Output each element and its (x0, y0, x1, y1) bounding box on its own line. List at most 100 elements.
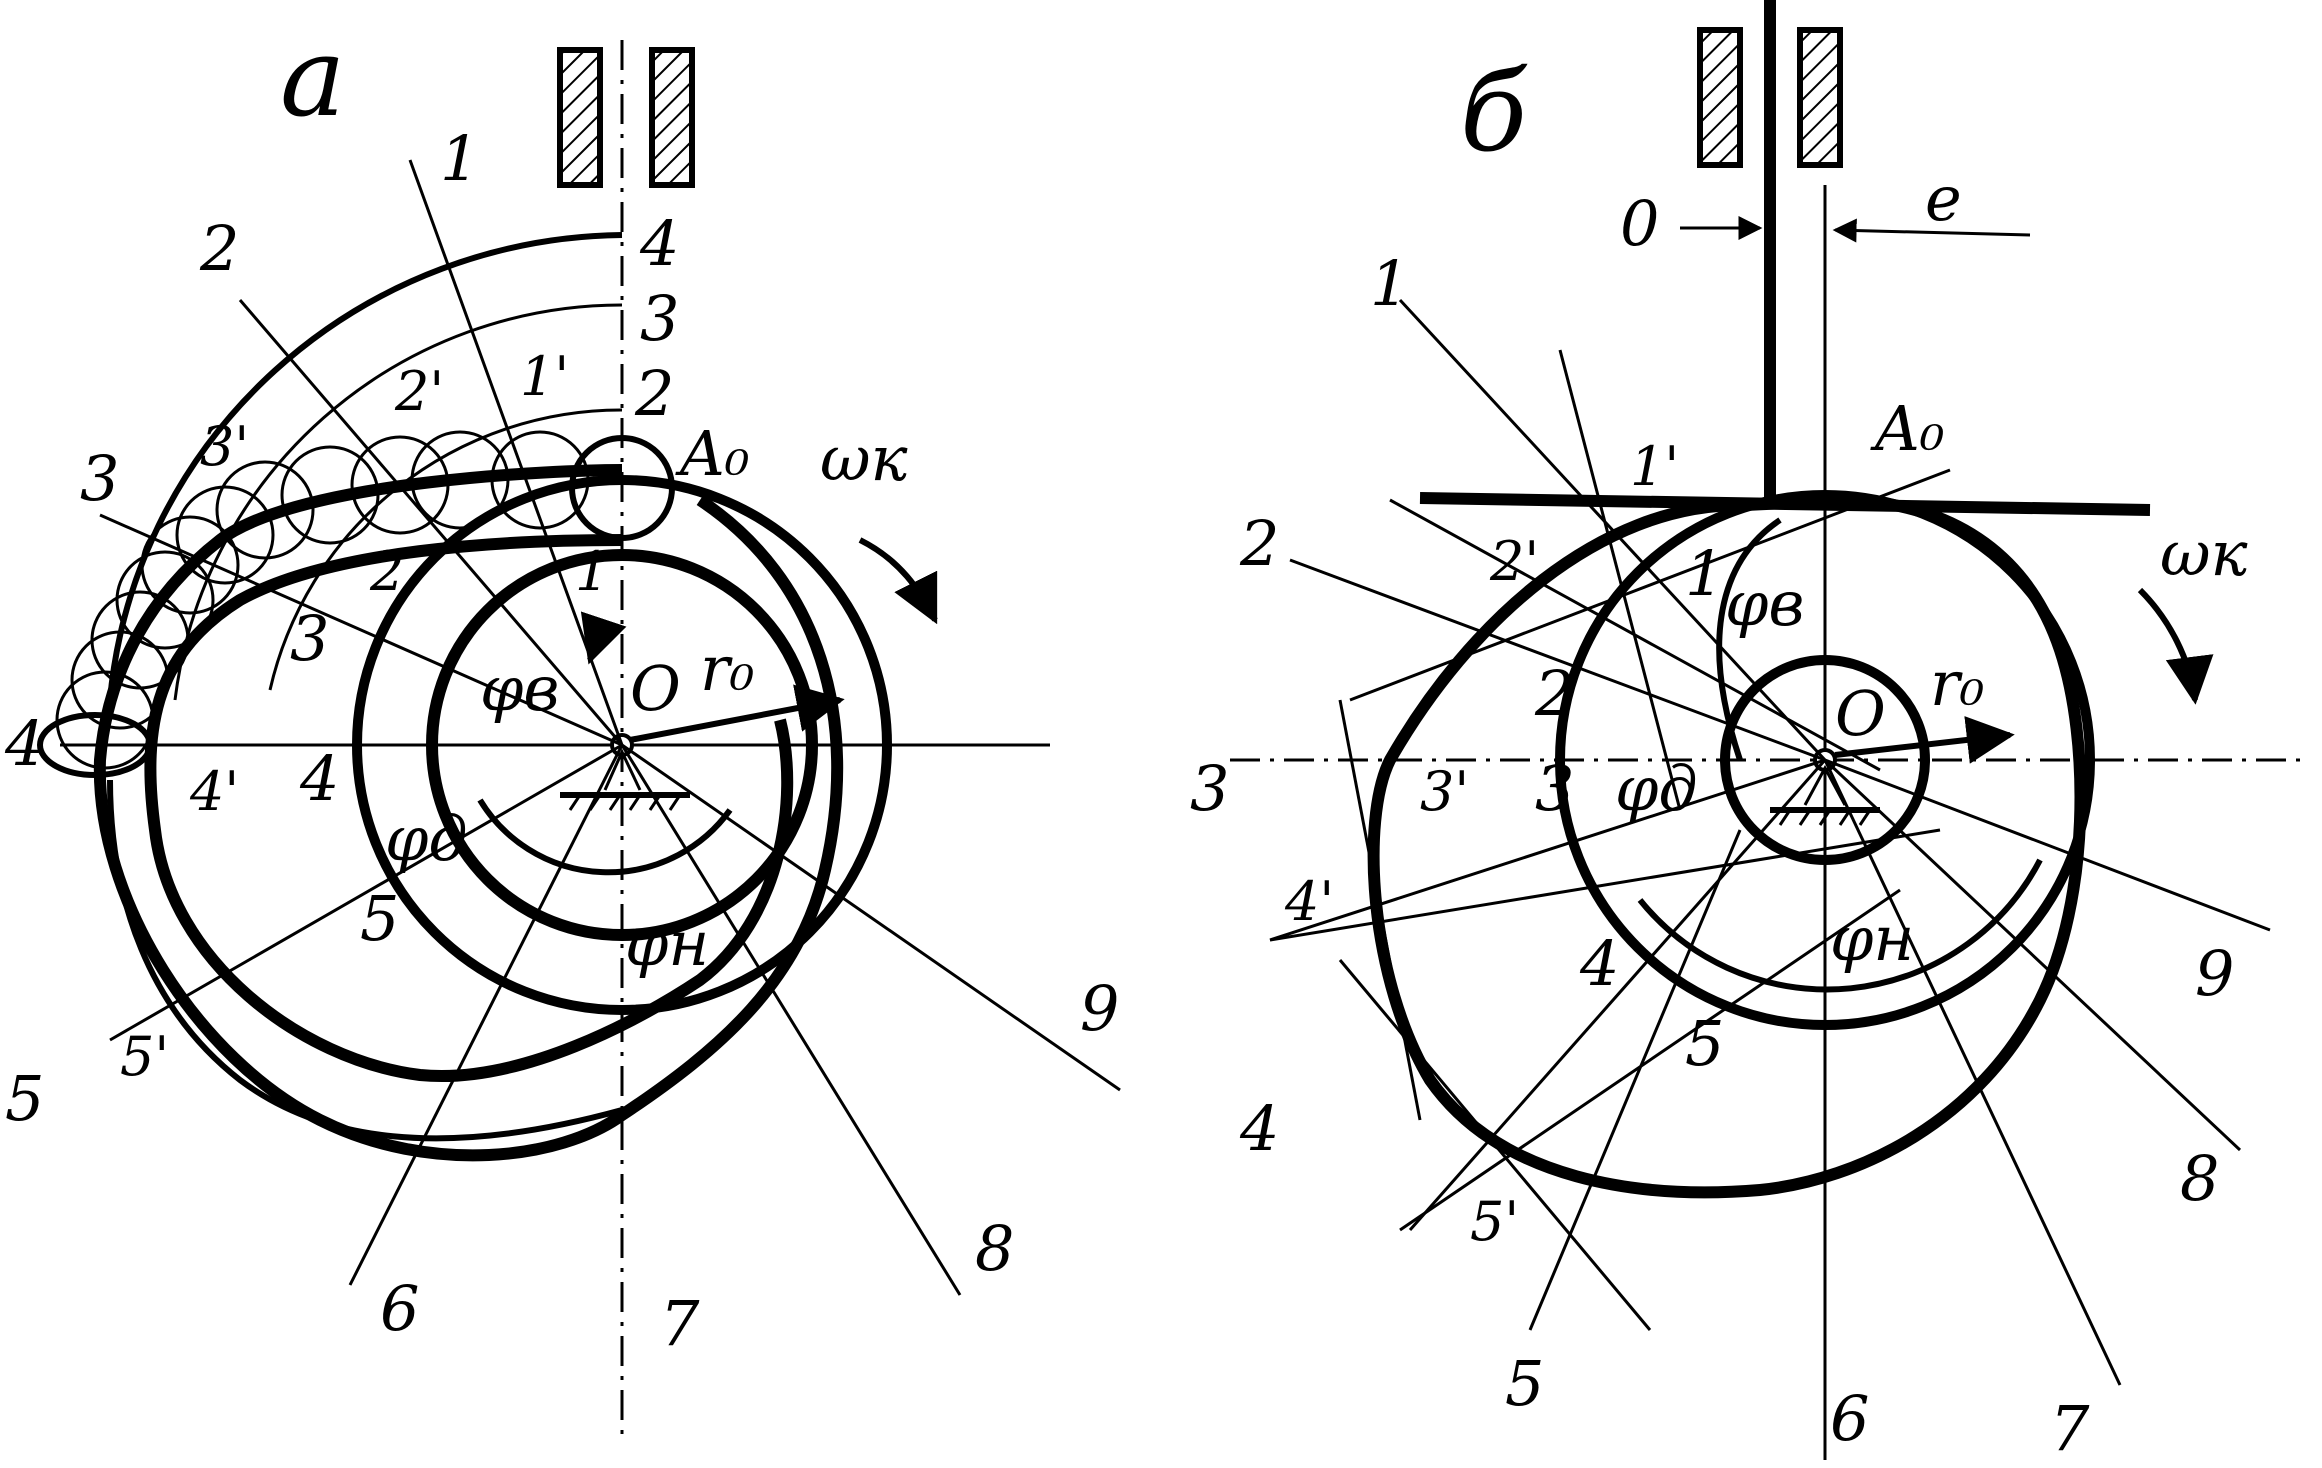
inner-label-4: 4 (1579, 927, 1619, 1000)
inner-label-5: 5 (1685, 1007, 1724, 1080)
support-a (603, 748, 642, 791)
ray-6 (348, 744, 624, 1286)
ray-label-6: 6 (1830, 1382, 1869, 1455)
prime-label-5: 5' (1470, 1190, 1519, 1253)
panel-a-title: а (280, 13, 346, 141)
rays-b (1269, 298, 2271, 1386)
ray-label-1: 1 (440, 122, 479, 195)
practical-profile-a (144, 534, 794, 1082)
tangent-line (1399, 888, 1901, 1232)
center-label-a: O (630, 652, 681, 725)
ray-label-7: 7 (660, 1287, 700, 1360)
tangent-line (1389, 498, 1881, 772)
e-label-b: e (1925, 162, 1962, 235)
guide-right-a (649, 47, 695, 188)
ray-8 (620, 744, 962, 1296)
phi-v-label-a: φв (480, 652, 560, 725)
base-circle-outer-a (352, 475, 892, 1015)
tangent-line (1338, 959, 1652, 1331)
a0-label-a: A₀ (675, 417, 750, 490)
prime-label-1: 1' (1630, 435, 1679, 498)
tangent-line (1528, 829, 1742, 1331)
phi-n-label-b: φн (1830, 902, 1914, 975)
prime-label-4: 4' (1284, 870, 1334, 933)
tangent-line (1338, 699, 1422, 1121)
panel-a: а (4, 13, 1121, 1440)
inner-spiral-b (1716, 517, 1782, 761)
base-circle-inner-a (426, 549, 818, 941)
ray-label-5: 5 (5, 1062, 44, 1135)
phi-n-label-a: φн (625, 907, 709, 980)
a0-label-b: A₀ (1870, 392, 1945, 465)
inner-label-3: 3 (1535, 752, 1574, 825)
ray-label-5: 5 (1505, 1347, 1544, 1420)
roller-circle (175, 485, 275, 585)
base-circle-inner-b (1720, 655, 1930, 865)
phi-v-label-b: φв (1725, 567, 1805, 640)
outer-envelope-a (107, 779, 623, 1142)
prime-label-5: 5' (120, 1025, 169, 1088)
ray-label-7: 7 (2050, 1392, 2090, 1465)
phi-d-label-a: φд (385, 802, 468, 875)
arc-label-3: 3 (640, 282, 679, 355)
support-b (1803, 764, 1847, 806)
guide-right-b (1797, 27, 1843, 168)
guide-left-a (557, 47, 603, 188)
inner-label-2: 2 (1534, 657, 1574, 730)
roller-circle (215, 460, 315, 560)
ray-label-3: 3 (80, 442, 119, 515)
ray-2 (1289, 558, 1826, 762)
base-circle-outer-b (1555, 490, 2095, 1030)
prime-label-3: 3' (1420, 760, 1469, 823)
ground-hatch-a (568, 794, 682, 811)
ray-label-8: 8 (2180, 1142, 2219, 1215)
prime-label-4: 4' (189, 760, 239, 823)
zero-label-b: 0 (1620, 187, 1659, 260)
panel-b-title: б (1460, 48, 1528, 176)
arc-label-2: 2 (634, 357, 674, 430)
inner-label-3: 3 (290, 602, 329, 675)
roller-circle (410, 430, 510, 530)
roller-circle (70, 630, 170, 730)
ray-1 (1398, 298, 1827, 762)
arrow-r0-origin-a (580, 611, 627, 665)
roller-circles-a (37, 430, 675, 778)
ray-7 (1823, 759, 2122, 1386)
guide-left-b (1697, 27, 1743, 168)
ray-label-2: 2 (199, 212, 239, 285)
inner-label-1: 1 (1685, 537, 1724, 610)
arrow-r0-b (1834, 716, 2015, 764)
arc-label-4: 4 (639, 207, 679, 280)
panel-b: б 0 e (1190, 0, 2300, 1465)
ray-label-6: 6 (380, 1272, 419, 1345)
phi-d-label-b: φд (1615, 752, 1698, 825)
inner-label-5: 5 (360, 882, 399, 955)
ray-label-9: 9 (2195, 937, 2234, 1010)
ground-hatch-b (1778, 809, 1872, 826)
angle-arc-phi-n-a (477, 798, 733, 876)
prime-label-2: 2' (1489, 530, 1539, 593)
omega-arrow-b (2137, 587, 2214, 705)
roller-circle (37, 712, 153, 778)
r0-label-a: r₀ (700, 632, 755, 705)
roller-circle (490, 430, 590, 530)
inner-label-4: 4 (299, 742, 339, 815)
inner-label-2: 2 (369, 540, 404, 603)
inner-label-1: 1 (575, 540, 609, 603)
arc-4-a (107, 232, 623, 701)
tangent-line (1349, 468, 1951, 702)
tangent-line (1269, 828, 1941, 942)
ray-3 (99, 513, 623, 747)
prime-label-2: 2' (394, 360, 444, 423)
arc-3-a (173, 303, 623, 701)
e-arrow-right-b (1832, 218, 2031, 243)
tangent-line (1558, 349, 1682, 811)
r0-label-b: r₀ (1930, 647, 1985, 720)
ray-4 (1269, 758, 1826, 942)
arrow-r0-a (629, 684, 845, 743)
roller-circle (280, 445, 380, 545)
ray-label-9: 9 (1080, 972, 1119, 1045)
ray-label-8: 8 (975, 1212, 1014, 1285)
roller-circle (569, 435, 675, 541)
